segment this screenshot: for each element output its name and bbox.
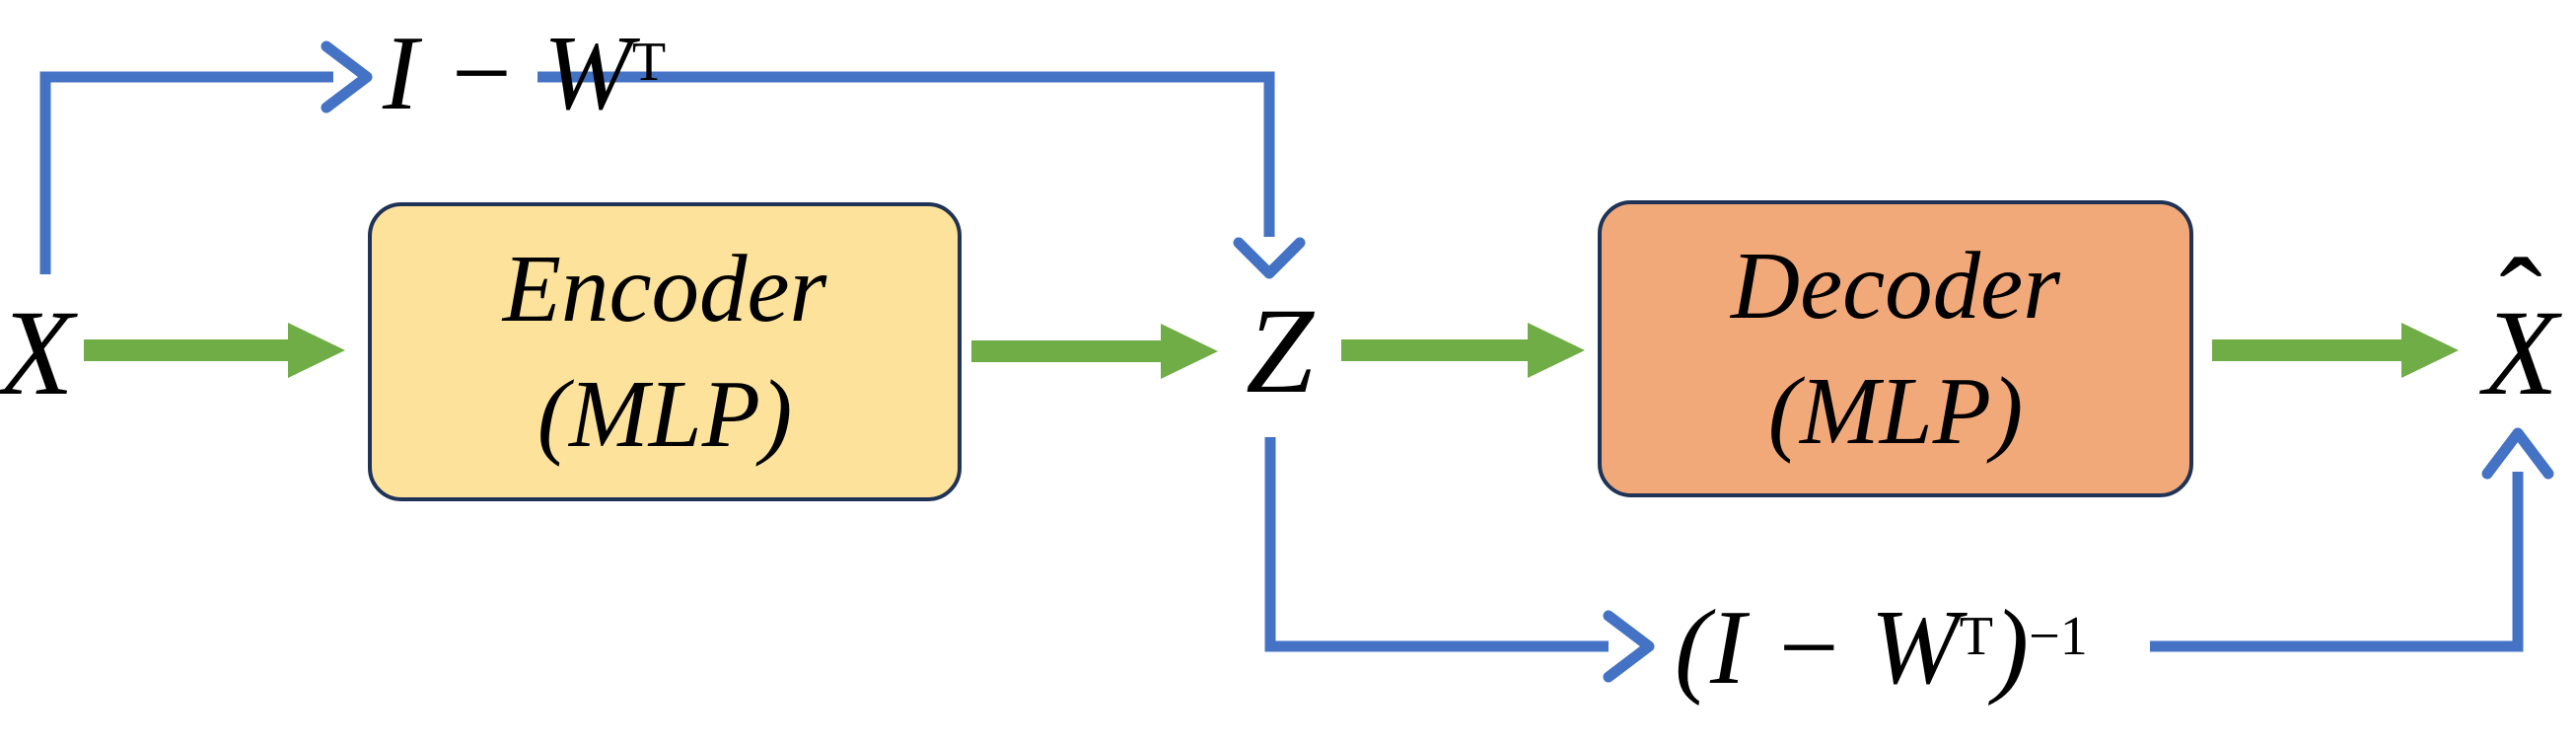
skip-formula-top-transpose-sup: T [631, 31, 667, 93]
skip-path-z-to-xhat [1264, 427, 2554, 683]
skip-formula-bottom-inverse-sup: −1 [2029, 605, 2088, 667]
skip-formula-top: I − WT [383, 15, 667, 133]
arrow-encoder-to-z [971, 324, 1218, 379]
skip-formula-top-base: I − W [383, 15, 632, 132]
skip-top-arrowhead-into-z [1233, 237, 1306, 279]
skip-bottom-arrowhead-into-formula [1603, 610, 1655, 683]
flow-arrows [84, 323, 2459, 379]
skip-bottom-segment-right [2150, 472, 2524, 652]
skip-formula-bottom-base: (I − W [1675, 589, 1960, 707]
skip-top-segment-left [39, 71, 333, 274]
skip-top-segment-right [537, 71, 1275, 237]
decoder-box-line1: Decoder [1731, 233, 2060, 339]
arrow-x-to-encoder [84, 323, 345, 378]
arrow-decoder-to-xhat [2212, 323, 2459, 378]
skip-bottom-arrowhead-into-xhat [2481, 427, 2554, 480]
skip-formula-bottom: (I − WT)−1 [1675, 589, 2088, 708]
decoder-box: Decoder (MLP) [1598, 200, 2193, 497]
skip-formula-bottom-transpose-sup: T [1959, 605, 1994, 667]
skip-top-arrowhead-into-label [321, 40, 373, 113]
decoder-box-line2: (MLP) [1767, 357, 2024, 464]
output-hat-accent: ˆ [2499, 233, 2542, 375]
encoder-box: Encoder (MLP) [368, 202, 962, 501]
skip-bottom-segment-left [1264, 437, 1609, 652]
input-label: X [0, 285, 74, 420]
skip-formula-bottom-close-paren: ) [1993, 589, 2030, 707]
arrow-z-to-decoder [1341, 323, 1585, 378]
latent-label: Z [1246, 283, 1314, 418]
skip-path-x-to-z [39, 40, 1306, 279]
output-letter-glyph: X [2483, 285, 2558, 420]
encoder-box-line1: Encoder [502, 236, 827, 342]
encoder-box-line2: (MLP) [537, 360, 793, 467]
